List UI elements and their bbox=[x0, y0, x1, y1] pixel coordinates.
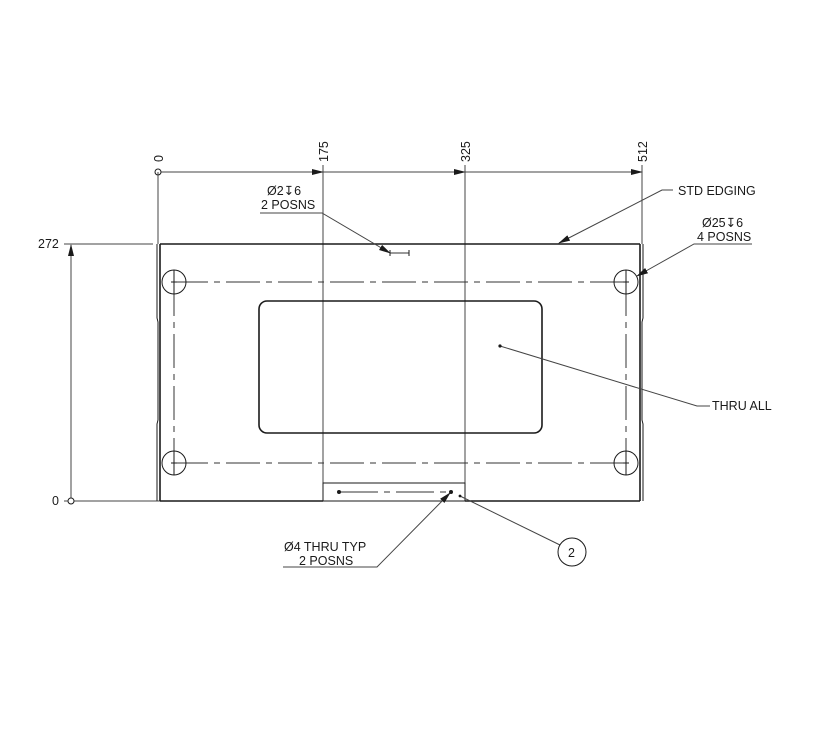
ordinate-0y-label: 0 bbox=[52, 494, 59, 508]
panel-outline bbox=[156, 243, 644, 502]
vertical-ordinate-dimension: 272 0 bbox=[38, 237, 160, 508]
small-hole-callout-line1: Ø2↧6 bbox=[267, 184, 301, 198]
ordinate-325-label: 325 bbox=[459, 141, 473, 162]
large-holes bbox=[161, 269, 639, 476]
tab-hole-callout-line2: 2 POSNS bbox=[299, 554, 353, 568]
tab-hole-callout-line1: Ø4 THRU TYP bbox=[284, 540, 366, 554]
large-hole-top-right bbox=[613, 269, 639, 295]
hole-centerlines bbox=[173, 281, 627, 464]
bottom-tab bbox=[322, 482, 466, 502]
item-balloon: 2 bbox=[557, 537, 587, 567]
large-hole-callout-line1: Ø25↧6 bbox=[702, 216, 743, 230]
large-hole-bottom-left bbox=[161, 450, 187, 476]
large-hole-bottom-right bbox=[613, 450, 639, 476]
small-hole-callout-line2: 2 POSNS bbox=[261, 198, 315, 212]
balloon-number: 2 bbox=[568, 546, 575, 560]
thru-all-label: THRU ALL bbox=[712, 399, 772, 413]
origin-marker-y bbox=[67, 497, 75, 505]
small-holes bbox=[389, 250, 410, 256]
tab-hole-left bbox=[337, 490, 341, 494]
large-hole-top-left bbox=[161, 269, 187, 295]
thru-all-cutout bbox=[258, 300, 543, 434]
ordinate-0-label: 0 bbox=[152, 155, 166, 162]
std-edging-label: STD EDGING bbox=[678, 184, 756, 198]
large-hole-callout-line2: 4 POSNS bbox=[697, 230, 751, 244]
ordinate-512-label: 512 bbox=[636, 141, 650, 162]
ordinate-175-label: 175 bbox=[317, 141, 331, 162]
horizontal-ordinate-dimension: 0 175 325 512 bbox=[152, 141, 650, 485]
ordinate-272-label: 272 bbox=[38, 237, 59, 251]
leaders bbox=[260, 189, 752, 568]
